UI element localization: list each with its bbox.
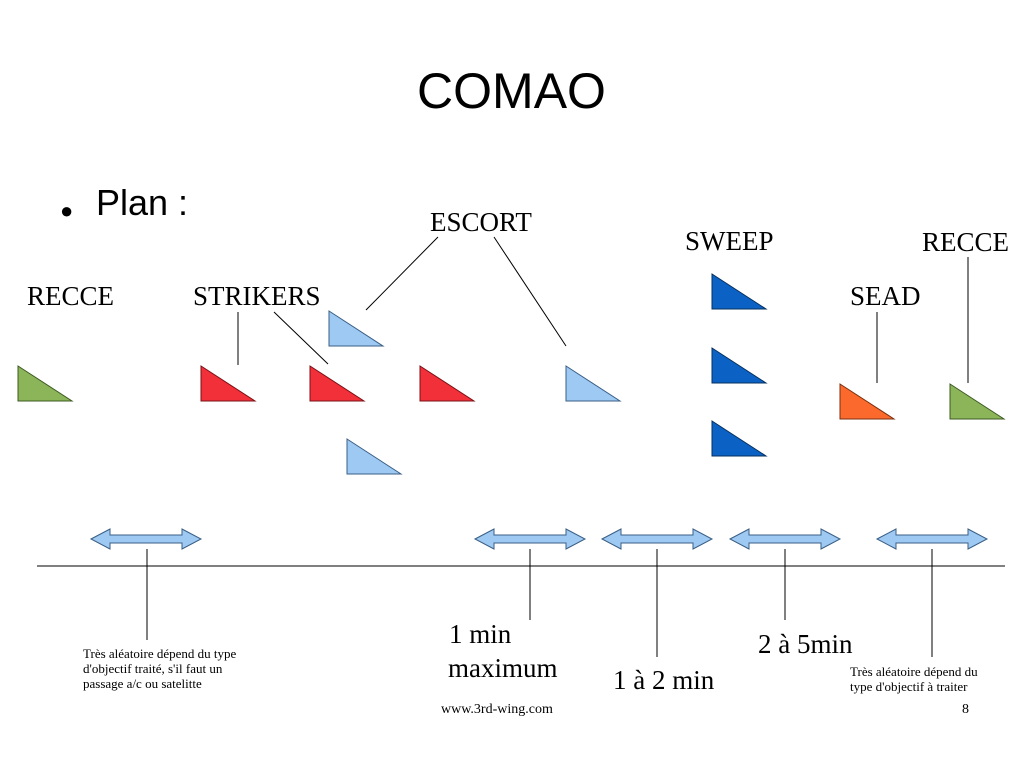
bullet-text: Plan : [96, 182, 189, 223]
interval-arrow-4 [728, 528, 842, 550]
bullet-marker: ● [60, 198, 74, 223]
recce-aircraft-right [949, 383, 1006, 420]
note-right: Très aléatoire dépend du type d'objectif… [850, 664, 978, 694]
escort-aircraft-1 [328, 310, 385, 347]
label-escort: ESCORT [430, 207, 532, 237]
duration-one-to-two: 1 à 2 min [613, 665, 715, 695]
interval-arrow-3 [600, 528, 714, 550]
footer-url: www.3rd-wing.com [441, 702, 553, 717]
duration-one-min-line1: 1 min [449, 619, 512, 649]
page-number: 8 [962, 702, 969, 717]
label-recce-right: RECCE [922, 227, 1010, 257]
label-sead: SEAD [850, 281, 921, 311]
strikers-connector-2 [273, 311, 329, 365]
label-recce-left: RECCE [27, 281, 115, 311]
duration-one-min-line2: maximum [448, 653, 558, 683]
recce-aircraft-left [17, 365, 74, 402]
slide-title: COMAO [417, 63, 606, 119]
striker-aircraft-2 [309, 365, 366, 402]
sweep-aircraft-2 [711, 347, 768, 384]
interval-arrow-5 [875, 528, 989, 550]
escort-connector-2 [493, 236, 567, 347]
duration-two-to-five: 2 à 5min [758, 629, 853, 659]
escort-aircraft-2 [565, 365, 622, 402]
sweep-aircraft-1 [711, 273, 768, 310]
escort-connector-1 [365, 236, 439, 311]
striker-aircraft-3 [419, 365, 476, 402]
interval-arrow-1 [89, 528, 203, 550]
sead-aircraft [839, 383, 896, 420]
label-strikers: STRIKERS [193, 281, 321, 311]
sweep-aircraft-3 [711, 420, 768, 457]
label-sweep: SWEEP [685, 226, 774, 256]
escort-aircraft-3 [346, 438, 403, 475]
striker-aircraft-1 [200, 365, 257, 402]
interval-arrow-2 [473, 528, 587, 550]
note-left: Très aléatoire dépend du type d'objectif… [83, 646, 237, 691]
